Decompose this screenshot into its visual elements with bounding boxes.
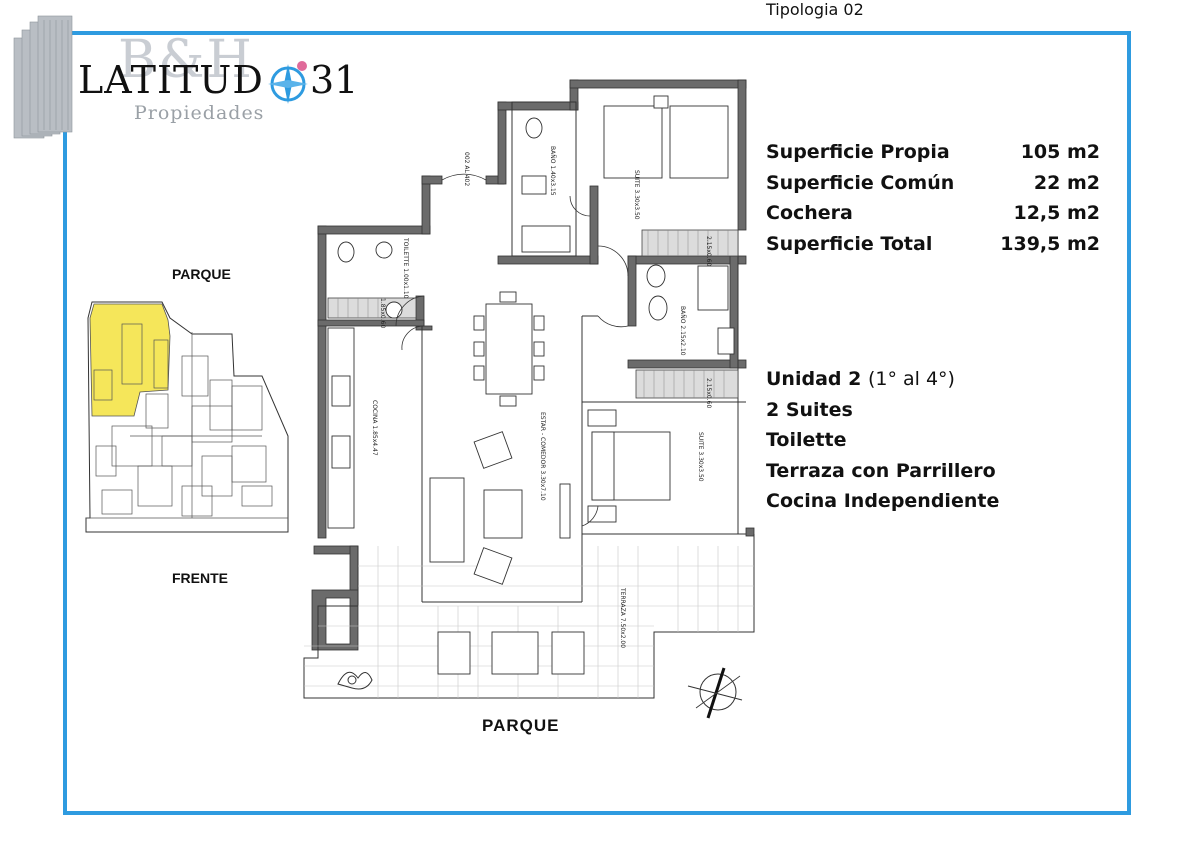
- logo-subtitle: Propiedades: [134, 102, 265, 124]
- closet-label: 2.15x0.60: [705, 378, 712, 409]
- room-toilette: TOILETTE 1.00x1.10: [402, 238, 409, 299]
- room-suite-top: SUITE 3.30x3.50: [633, 170, 640, 220]
- room-name: TOILETTE: [402, 238, 409, 267]
- north-arrow-icon: [687, 667, 743, 719]
- room-name: COCINA: [371, 400, 378, 424]
- spec-value: 12,5 m2: [1013, 202, 1100, 224]
- room-unit-range: 002 AL 402: [463, 152, 470, 186]
- room-dims: 3.30x3.50: [633, 189, 640, 220]
- unidad-heading: Unidad 2 (1° al 4°): [766, 368, 955, 390]
- site-map: [85, 301, 289, 533]
- spec-value: 22 m2: [1033, 172, 1100, 194]
- room-dims: 1.00x1.10: [402, 268, 409, 299]
- logo-number-text: 31: [310, 58, 359, 102]
- room-terraza: TERRAZA 7.50x2.00: [619, 588, 626, 648]
- room-suite-bottom: SUITE 3.30x3.50: [697, 432, 704, 482]
- spec-value: 139,5 m2: [1000, 233, 1100, 255]
- site-map-top-label: PARQUE: [172, 266, 231, 282]
- unidad-name: Unidad 2: [766, 368, 862, 390]
- room-dims: 1.40x3.15: [549, 165, 556, 196]
- closet-label: 2.15x0.60: [705, 236, 712, 267]
- unidad-floors: (1° al 4°): [867, 368, 955, 390]
- logo-bh-text: B&H: [118, 30, 254, 90]
- spec-value: 105 m2: [1020, 141, 1100, 163]
- logo-compass-icon: [268, 61, 308, 104]
- room-dims: 1.85x4.47: [371, 425, 378, 456]
- room-cocina: COCINA 1.85x4.47: [371, 400, 378, 456]
- page-frame: [63, 31, 1131, 815]
- feature-item: Cocina Independiente: [766, 490, 1000, 512]
- logo-building-icon: [13, 15, 73, 139]
- feature-item: Terraza con Parrillero: [766, 460, 996, 482]
- room-dims: 3.30x7.10: [539, 470, 546, 501]
- room-name: BAÑO: [679, 306, 686, 324]
- brand-logo: B&H LATITUD 31 Propiedades: [78, 30, 368, 126]
- room-dims: 3.30x3.50: [697, 451, 704, 482]
- spec-row-comun: Superficie Común 22 m2: [766, 172, 1100, 194]
- room-name: SUITE: [697, 432, 704, 450]
- closet-label: 1.85x0.60: [379, 298, 386, 329]
- spec-label: Superficie Total: [766, 233, 933, 255]
- floor-plan: [303, 79, 755, 699]
- site-map-highlight: [89, 303, 171, 417]
- room-name: ESTAR - COMEDOR: [539, 412, 546, 469]
- spec-row-propia: Superficie Propia 105 m2: [766, 141, 1100, 163]
- room-name: TERRAZA: [619, 588, 626, 616]
- site-map-bottom-label: FRENTE: [172, 570, 228, 586]
- room-name: 002 AL 402: [463, 152, 470, 187]
- feature-item: Toilette: [766, 429, 847, 451]
- spec-row-total: Superficie Total 139,5 m2: [766, 233, 1100, 255]
- room-dims: 2.15x2.10: [679, 325, 686, 356]
- spec-label: Superficie Común: [766, 172, 955, 194]
- room-name: BAÑO: [549, 146, 556, 164]
- spec-row-cochera: Cochera 12,5 m2: [766, 202, 1100, 224]
- spec-label: Superficie Propia: [766, 141, 950, 163]
- plan-bottom-label: PARQUE: [482, 716, 560, 735]
- room-bano-right: BAÑO 2.15x2.10: [679, 306, 686, 356]
- spec-label: Cochera: [766, 202, 853, 224]
- room-bano-top: BAÑO 1.40x3.15: [549, 146, 556, 196]
- logo-latitud-text: LATITUD: [78, 58, 264, 102]
- room-estar-comedor: ESTAR - COMEDOR 3.30x7.10: [539, 412, 546, 501]
- tipologia-title: Tipologia 02: [766, 0, 864, 19]
- feature-item: 2 Suites: [766, 399, 853, 421]
- room-name: SUITE: [633, 170, 640, 188]
- room-dims: 7.50x2.00: [619, 617, 626, 649]
